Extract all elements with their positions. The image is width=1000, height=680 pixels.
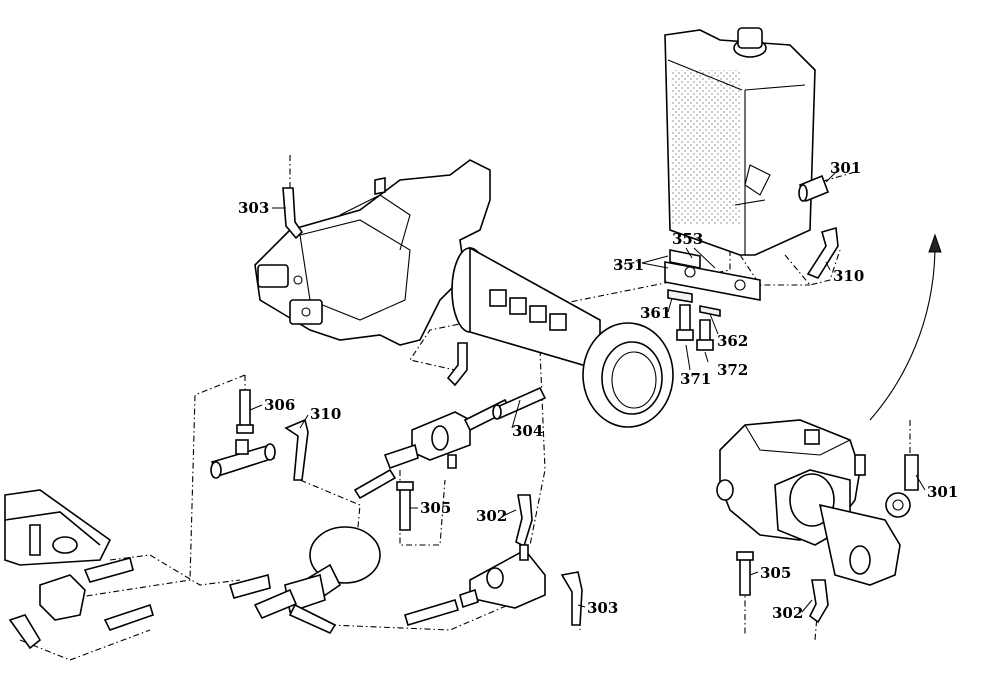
fitting-302-mid (515, 494, 533, 548)
label-361: 361 (640, 304, 671, 322)
label-362: 362 (717, 332, 748, 350)
part-labels: 303 301 310 351 353 361 362 371 372 306 … (238, 159, 958, 622)
label-301-tank: 301 (830, 159, 861, 177)
brake-valve (404, 544, 546, 626)
elbow-310-tank (806, 226, 839, 279)
label-303-lower: 303 (587, 599, 618, 617)
fitting-305-pump (736, 551, 754, 596)
accumulator (228, 526, 381, 635)
label-371: 371 (680, 370, 711, 388)
brake-pedal (4, 489, 154, 650)
fitting-303-axle (282, 187, 304, 240)
elbow-310-mid (284, 418, 309, 481)
leader-lines (249, 171, 926, 613)
elbow-under-axle (446, 342, 468, 387)
tank-brackets (664, 249, 761, 317)
label-353: 353 (672, 230, 703, 248)
label-305-mid: 305 (420, 499, 451, 517)
bolt-372 (696, 319, 714, 351)
fitting-306 (236, 389, 254, 434)
fitting-303-lower (560, 571, 583, 626)
hydraulic-tank (664, 27, 816, 256)
valve-block-center (383, 398, 512, 470)
label-306: 306 (264, 396, 295, 414)
label-372: 372 (717, 361, 748, 379)
label-351: 351 (613, 256, 644, 274)
label-303-axle: 303 (238, 199, 269, 217)
fitting-301-tank (798, 174, 830, 203)
label-301-pump: 301 (927, 483, 958, 501)
pump-assembly (716, 419, 911, 586)
label-304: 304 (512, 422, 543, 440)
label-302-mid: 302 (476, 507, 507, 525)
bolt-371 (676, 304, 694, 341)
label-302-pump: 302 (772, 604, 803, 622)
label-310-mid: 310 (310, 405, 341, 423)
fitting-302-pump (808, 579, 829, 624)
assembly-arrow (869, 233, 942, 421)
hose-upper-left (353, 468, 397, 500)
tee-fitting-left (210, 439, 276, 479)
label-305-pump: 305 (760, 564, 791, 582)
axle-assembly (254, 159, 674, 428)
fitting-301-pump (904, 454, 919, 491)
fitting-305-mid (396, 481, 414, 531)
label-310-tank: 310 (833, 267, 864, 285)
hose-304 (492, 386, 547, 420)
